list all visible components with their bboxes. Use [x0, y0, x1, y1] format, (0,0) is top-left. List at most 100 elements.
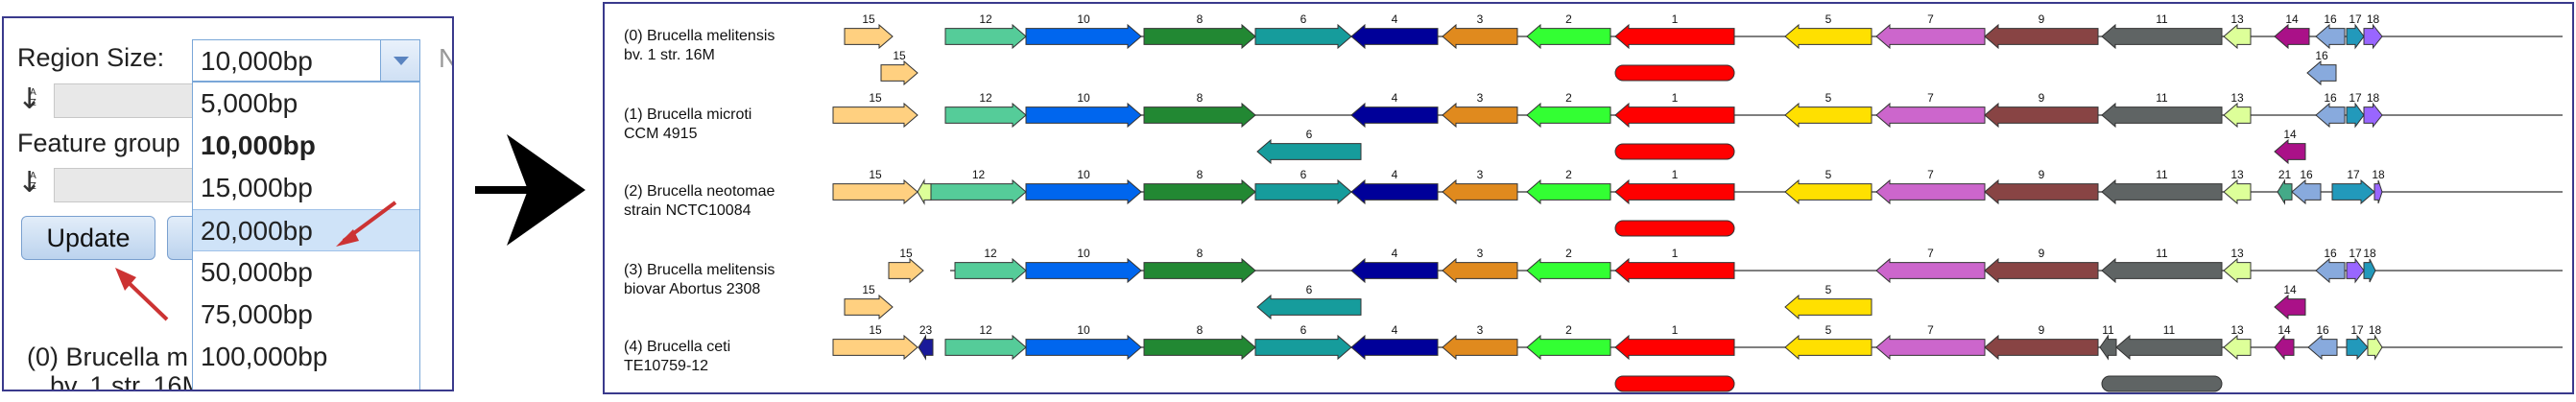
gene-arrow[interactable]	[832, 178, 918, 205]
gene-arrow[interactable]	[1350, 102, 1439, 129]
gene-arrow[interactable]	[1350, 334, 1439, 361]
gene-arrow[interactable]	[1614, 257, 1735, 284]
gene-arrow[interactable]	[918, 334, 934, 361]
option-100000[interactable]: 100,000bp	[201, 342, 328, 371]
gene-arrow[interactable]	[944, 102, 1027, 129]
gene-arrow[interactable]	[1256, 294, 1362, 320]
region-size-select[interactable]: 10,000bp	[192, 39, 420, 82]
option-5000[interactable]: 5,000bp	[201, 88, 298, 118]
gene-arrow[interactable]	[944, 23, 1027, 50]
gene-arrow[interactable]	[1984, 178, 2099, 205]
gene-arrow[interactable]	[1526, 23, 1611, 50]
gene-arrow[interactable]	[1614, 375, 1735, 392]
gene-arrow[interactable]	[2346, 23, 2365, 50]
gene-arrow[interactable]	[888, 257, 924, 284]
gene-arrow[interactable]	[1614, 143, 1735, 160]
option-10000[interactable]: 10,000bp	[201, 130, 316, 160]
gene-arrow[interactable]	[1784, 294, 1872, 320]
gene-arrow[interactable]	[1254, 334, 1352, 361]
gene-arrow[interactable]	[1143, 102, 1256, 129]
gene-arrow[interactable]	[1350, 23, 1439, 50]
gene-arrow[interactable]	[2307, 334, 2338, 361]
gene-arrow[interactable]	[2331, 178, 2375, 205]
gene-arrow[interactable]	[2223, 102, 2252, 129]
gene-arrow[interactable]	[1984, 23, 2099, 50]
gene-arrow[interactable]	[2363, 23, 2383, 50]
gene-arrow[interactable]	[2274, 138, 2306, 165]
gene-arrow[interactable]	[2315, 102, 2346, 129]
gene-arrow[interactable]	[2315, 257, 2346, 284]
gene-arrow[interactable]	[1143, 334, 1256, 361]
gene-arrow[interactable]	[1254, 178, 1352, 205]
gene-arrow[interactable]	[2101, 375, 2223, 392]
gene-arrow[interactable]	[1350, 257, 1439, 284]
gene-arrow[interactable]	[1875, 257, 1986, 284]
gene-arrow[interactable]	[1143, 178, 1256, 205]
gene-arrow[interactable]	[1784, 23, 1872, 50]
gene-arrow[interactable]	[2223, 334, 2252, 361]
gene-arrow[interactable]	[2306, 59, 2337, 86]
gene-arrow[interactable]	[1875, 102, 1986, 129]
gene-arrow[interactable]	[832, 102, 918, 129]
gene-arrow[interactable]	[2277, 178, 2293, 205]
gene-arrow[interactable]	[1614, 220, 1735, 237]
gene-arrow[interactable]	[1784, 334, 1872, 361]
gene-arrow[interactable]	[2223, 23, 2252, 50]
gene-arrow[interactable]	[2346, 334, 2369, 361]
gene-arrow[interactable]	[2101, 23, 2223, 50]
gene-arrow[interactable]	[1984, 334, 2099, 361]
gene-arrow[interactable]	[2115, 334, 2223, 361]
gene-arrow[interactable]	[1025, 23, 1142, 50]
gene-arrow[interactable]	[1875, 23, 1986, 50]
option-20000[interactable]: 20,000bp	[193, 209, 419, 251]
gene-arrow[interactable]	[1614, 23, 1735, 50]
gene-arrow[interactable]	[2346, 102, 2365, 129]
gene-arrow[interactable]	[1526, 102, 1611, 129]
option-15000[interactable]: 15,000bp	[201, 173, 313, 202]
sort-field-1[interactable]	[54, 83, 198, 118]
region-size-dropdown[interactable]: 5,000bp 10,000bp 15,000bp 20,000bp 50,00…	[192, 82, 420, 390]
gene-arrow[interactable]	[1614, 178, 1735, 205]
gene-arrow[interactable]	[1526, 334, 1611, 361]
gene-arrow[interactable]	[930, 178, 1027, 205]
gene-arrow[interactable]	[1614, 102, 1735, 129]
gene-arrow[interactable]	[880, 59, 918, 86]
option-50000[interactable]: 50,000bp	[201, 257, 313, 287]
gene-arrow[interactable]	[2315, 23, 2346, 50]
gene-arrow[interactable]	[2223, 178, 2252, 205]
gene-arrow[interactable]	[1784, 178, 1872, 205]
gene-arrow[interactable]	[1025, 178, 1142, 205]
gene-arrow[interactable]	[844, 294, 894, 320]
gene-arrow[interactable]	[1784, 102, 1872, 129]
gene-arrow[interactable]	[2101, 178, 2223, 205]
gene-arrow[interactable]	[1526, 257, 1611, 284]
gene-arrow[interactable]	[2274, 294, 2306, 320]
update-button[interactable]: Update	[21, 216, 155, 260]
gene-arrow[interactable]	[1256, 138, 1362, 165]
gene-arrow[interactable]	[1442, 334, 1518, 361]
gene-arrow[interactable]	[2373, 179, 2383, 204]
gene-arrow[interactable]	[1614, 334, 1735, 361]
gene-arrow[interactable]	[1025, 334, 1142, 361]
gene-arrow[interactable]	[1442, 178, 1518, 205]
gene-arrow[interactable]	[2367, 334, 2383, 361]
gene-arrow[interactable]	[954, 257, 1027, 284]
gene-arrow[interactable]	[2363, 102, 2383, 129]
gene-arrow[interactable]	[1984, 257, 2099, 284]
gene-arrow[interactable]	[2346, 257, 2365, 284]
sort-field-2[interactable]	[54, 168, 198, 202]
gene-arrow[interactable]	[1984, 102, 2099, 129]
chevron-down-icon[interactable]	[380, 40, 419, 81]
gene-arrow[interactable]	[917, 178, 932, 205]
gene-arrow[interactable]	[1025, 102, 1142, 129]
gene-arrow[interactable]	[844, 23, 894, 50]
gene-arrow[interactable]	[2274, 334, 2295, 361]
gene-arrow[interactable]	[1442, 102, 1518, 129]
gene-arrow[interactable]	[944, 334, 1027, 361]
gene-arrow[interactable]	[1143, 257, 1256, 284]
gene-arrow[interactable]	[1526, 178, 1611, 205]
gene-arrow[interactable]	[1442, 23, 1518, 50]
gene-arrow[interactable]	[2274, 23, 2310, 50]
